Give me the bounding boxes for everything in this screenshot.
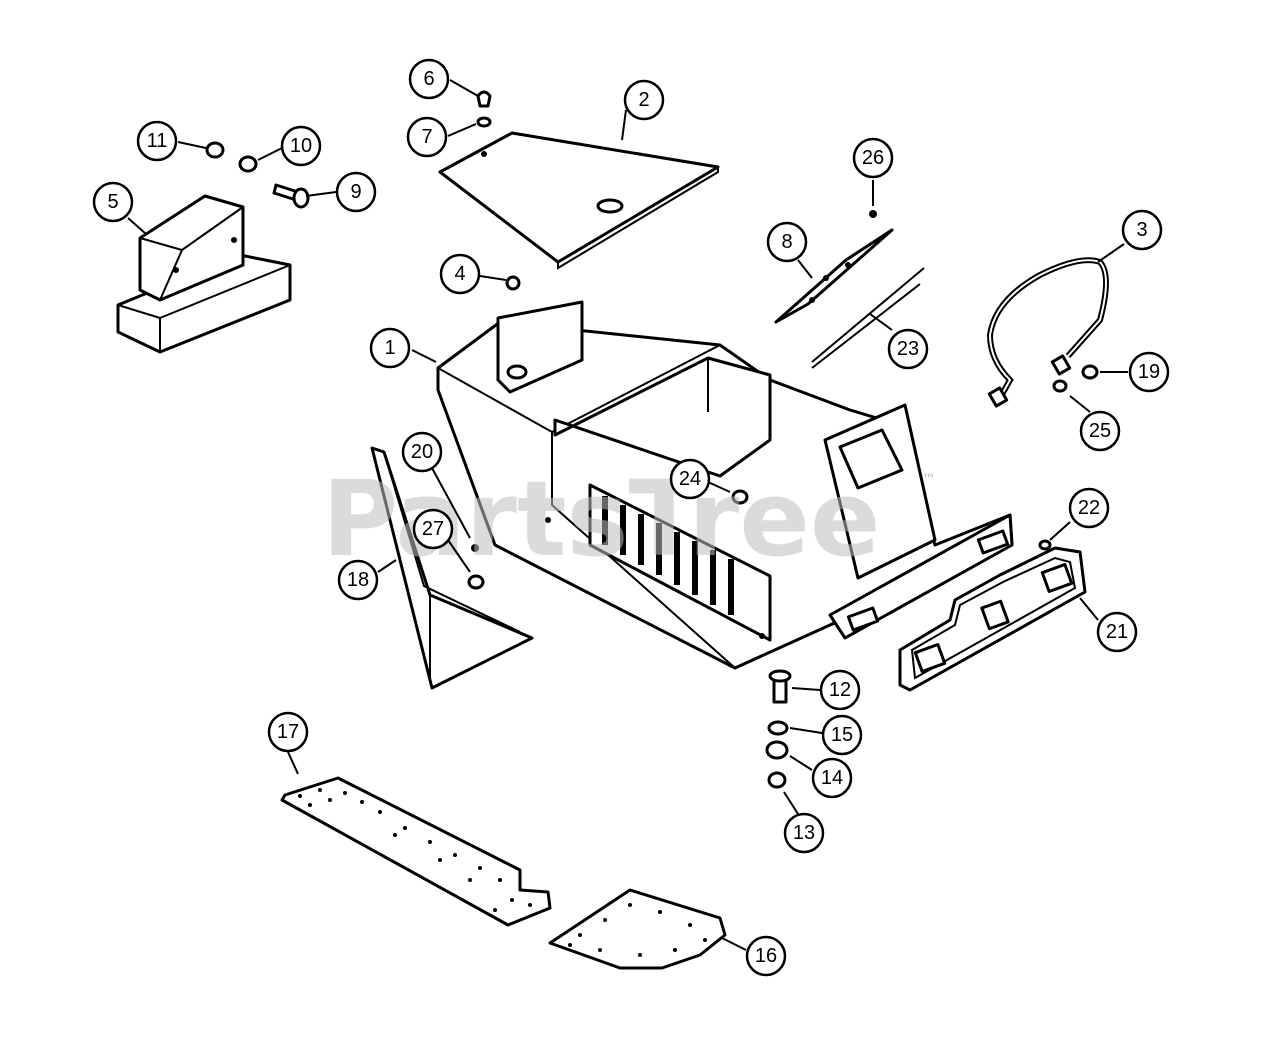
- callout-11: 11: [136, 120, 178, 162]
- callout-label: 18: [347, 569, 369, 591]
- seat-cushion: [116, 194, 292, 354]
- callout-label: 11: [147, 130, 168, 152]
- callout-label: 20: [411, 441, 433, 463]
- side-shield: [370, 446, 534, 690]
- callout-label: 2: [638, 89, 649, 111]
- watermark-text: PartsTree: [322, 458, 880, 580]
- callout-5: 5: [92, 181, 134, 223]
- callout-22: 22: [1068, 487, 1110, 529]
- cover-plate: [438, 90, 720, 291]
- callout-label: 16: [755, 945, 777, 967]
- callout-12: 12: [819, 669, 861, 711]
- callout-23: 23: [887, 328, 929, 370]
- callout-1: 1: [369, 327, 411, 369]
- callout-label: 5: [107, 191, 118, 213]
- callout-label: 3: [1136, 219, 1147, 241]
- callout-24: 24: [669, 458, 711, 500]
- seat-hardware: [205, 141, 310, 209]
- callout-14: 14: [811, 757, 853, 799]
- callout-19: 19: [1128, 351, 1170, 393]
- callout-label: 9: [350, 181, 361, 203]
- callout-17: 17: [267, 711, 309, 753]
- callout-label: 1: [384, 337, 395, 359]
- callouts: 1 2 3 4 5 6 7 8 9 10 11 12 13 14 15 16 1…: [92, 58, 1170, 977]
- callout-label: 25: [1089, 420, 1111, 442]
- callout-label: 21: [1106, 621, 1128, 643]
- callout-label: 13: [793, 822, 815, 844]
- watermark: PartsTree ™: [322, 458, 936, 580]
- callout-25: 25: [1079, 410, 1121, 452]
- callout-20: 20: [401, 431, 443, 473]
- callout-label: 12: [829, 679, 851, 701]
- vent-slots: [602, 496, 734, 615]
- callout-26: 26: [852, 137, 894, 179]
- callout-9: 9: [335, 171, 377, 213]
- callout-label: 15: [831, 724, 853, 746]
- callout-label: 10: [290, 135, 312, 157]
- callout-6: 6: [408, 58, 450, 100]
- callout-2: 2: [623, 79, 665, 121]
- callout-3: 3: [1121, 209, 1163, 251]
- callout-4: 4: [439, 253, 481, 295]
- callout-label: 24: [679, 468, 701, 490]
- callout-label: 14: [821, 767, 843, 789]
- callout-label: 23: [897, 338, 919, 360]
- callout-label: 27: [422, 518, 444, 540]
- watermark-trademark: ™: [922, 472, 936, 488]
- callout-label: 4: [454, 263, 465, 285]
- callout-7: 7: [406, 116, 448, 158]
- callout-27: 27: [412, 508, 454, 550]
- handle: [986, 257, 1109, 408]
- callout-8: 8: [766, 221, 808, 263]
- callout-16: 16: [745, 935, 787, 977]
- callout-13: 13: [783, 812, 825, 854]
- callout-label: 8: [781, 231, 792, 253]
- callout-label: 19: [1138, 361, 1160, 383]
- floor-mat-17: [280, 776, 552, 927]
- callout-21: 21: [1096, 611, 1138, 653]
- bolt-stack: [765, 669, 792, 789]
- main-body: [436, 300, 1014, 670]
- leader-lines: [127, 79, 1128, 951]
- callout-18: 18: [337, 559, 379, 601]
- seat-bracket: [774, 210, 925, 369]
- callout-label: 7: [421, 126, 432, 148]
- callout-label: 22: [1078, 497, 1100, 519]
- callout-label: 17: [277, 721, 299, 743]
- callout-10: 10: [280, 125, 322, 167]
- callout-label: 6: [423, 68, 434, 90]
- floor-mat-16: [548, 888, 727, 970]
- callout-label: 26: [862, 147, 884, 169]
- callout-15: 15: [821, 714, 863, 756]
- front-panel: [898, 539, 1087, 692]
